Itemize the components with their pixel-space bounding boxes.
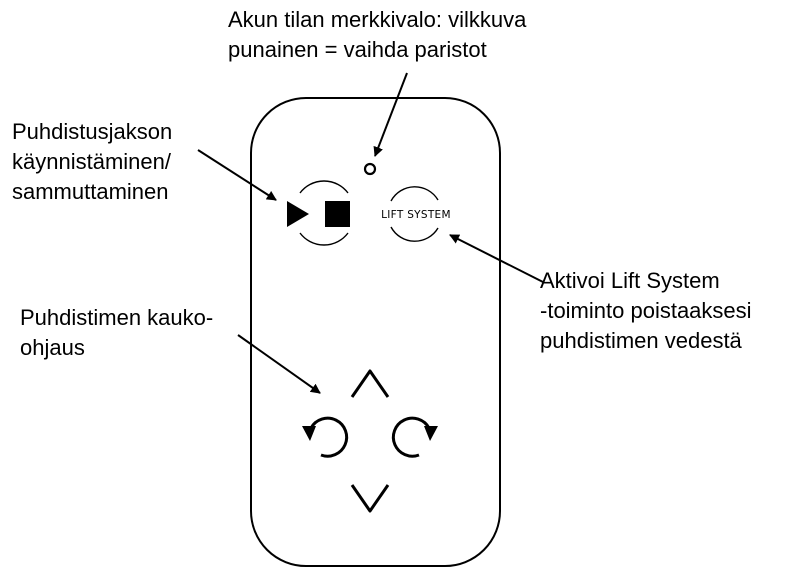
up-arrow-icon[interactable] (350, 369, 390, 398)
rotate-left-icon[interactable] (302, 416, 349, 458)
cycle-arrow (197, 149, 277, 201)
cycle-annotation: Puhdistusjakson käynnistäminen/ sammutta… (12, 117, 172, 207)
start-stop-button[interactable] (287, 180, 350, 246)
stop-icon (325, 201, 350, 227)
play-icon (287, 201, 309, 227)
battery-annotation: Akun tilan merkkivalo: vilkkuva punainen… (228, 5, 526, 65)
lift-annotation-line1: Aktivoi Lift System (540, 268, 720, 293)
remote-body (250, 97, 501, 567)
cycle-annotation-line3: sammuttaminen (12, 179, 169, 204)
remote-annotation-line1: Puhdistimen kauko- (20, 305, 214, 330)
lift-annotation: Aktivoi Lift System -toiminto poistaakse… (540, 266, 752, 356)
remote-annotation: Puhdistimen kauko- ohjaus (20, 303, 213, 363)
battery-annotation-line1: Akun tilan merkkivalo: vilkkuva (228, 7, 527, 32)
rotate-right-icon[interactable] (391, 416, 438, 458)
lift-system-button[interactable]: LIFT SYSTEM (381, 186, 451, 242)
cycle-annotation-line1: Puhdistusjakson (12, 119, 173, 144)
battery-arrow (373, 72, 408, 157)
remote-annotation-line2: ohjaus (20, 335, 85, 360)
battery-led-icon (363, 162, 377, 176)
down-arrow-icon[interactable] (350, 484, 390, 513)
lift-system-label: LIFT SYSTEM (381, 209, 451, 221)
cycle-annotation-line2: käynnistäminen/ (12, 149, 171, 174)
lift-annotation-line3: puhdistimen vedestä (540, 328, 742, 353)
battery-annotation-line2: punainen = vaihda paristot (228, 37, 487, 62)
lift-annotation-line2: -toiminto poistaaksesi (540, 298, 752, 323)
remote-arrow (237, 334, 321, 394)
lift-arrow (449, 234, 544, 283)
